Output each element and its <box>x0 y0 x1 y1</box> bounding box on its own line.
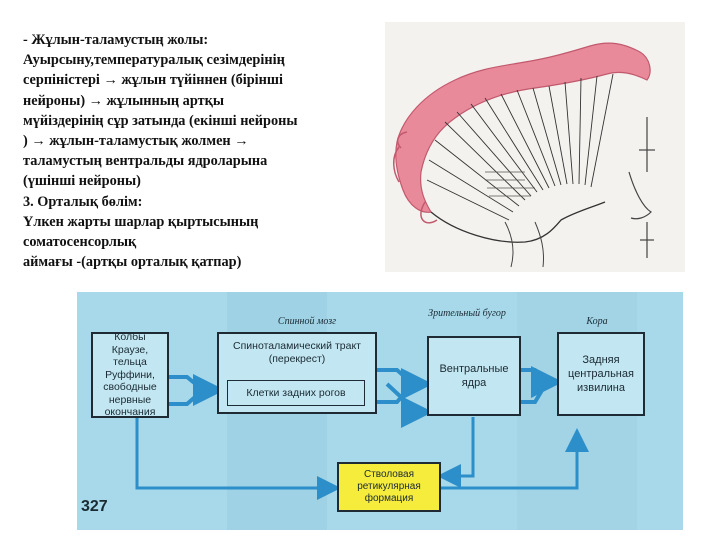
text-line: ) → жұлын-таламустық жолмен → <box>23 133 249 150</box>
box-tract-text: Спиноталамический тракт (перекрест) <box>233 340 361 365</box>
box-horn-cells-text: Клетки задних рогов <box>246 387 346 399</box>
box-cortex-text: Задняя центральная извилина <box>568 354 634 394</box>
box-postcentral-gyrus: Задняя центральная извилина <box>557 332 645 416</box>
text-line: аймағы -(артқы орталық қатпар) <box>23 254 242 271</box>
page-number: 327 <box>81 498 108 515</box>
box-reticular-text: Стволовая ретикулярная формация <box>357 469 421 504</box>
label-cortex: Кора <box>586 316 608 327</box>
box-ventral-nuclei: Вентральные ядра <box>427 336 521 416</box>
text-line: серпіністері → жұлын түйіннен (бірінші <box>23 72 283 89</box>
text-line: Үлкен жарты шарлар қыртысының <box>23 213 259 230</box>
text-line: нейроны) → жұлынның артқы <box>23 92 225 109</box>
box-receptors-text: Колбы Краузе, тельца Руффини, свободные … <box>103 331 157 419</box>
text-line: соматосенсорлық <box>23 234 137 251</box>
box-receptors: Колбы Краузе, тельца Руффини, свободные … <box>91 331 169 419</box>
label-spinal-cord: Спинной мозг <box>277 316 337 327</box>
label-thalamus: Зрительный бугор <box>428 308 506 319</box>
pathway-diagram: Спинной мозг Зрительный бугор Кора Колбы… <box>77 292 683 530</box>
text-line: мүйіздерінің сұр затында (екінші нейроны <box>23 112 298 129</box>
text-line: Ауырсыну,температуралық сезімдерінің <box>23 52 285 69</box>
text-line: - Жұлын-таламустың жолы: <box>23 32 209 48</box>
text-line: (үшінші нейроны) <box>23 173 141 190</box>
box-horn-cells: Клетки задних рогов <box>227 380 365 406</box>
text-line: 3. Орталық бөлім: <box>23 193 143 210</box>
text-block: - Жұлын-таламустың жолы: Ауырсыну,темпер… <box>23 30 385 272</box>
brain-section-illustration <box>385 22 685 272</box>
text-line: таламустың вентральды ядроларына <box>23 153 268 170</box>
box-reticular-formation: Стволовая ретикулярная формация <box>337 462 441 512</box>
pathway-arrows <box>135 366 589 500</box>
box-ventral-text: Вентральные ядра <box>439 363 509 389</box>
